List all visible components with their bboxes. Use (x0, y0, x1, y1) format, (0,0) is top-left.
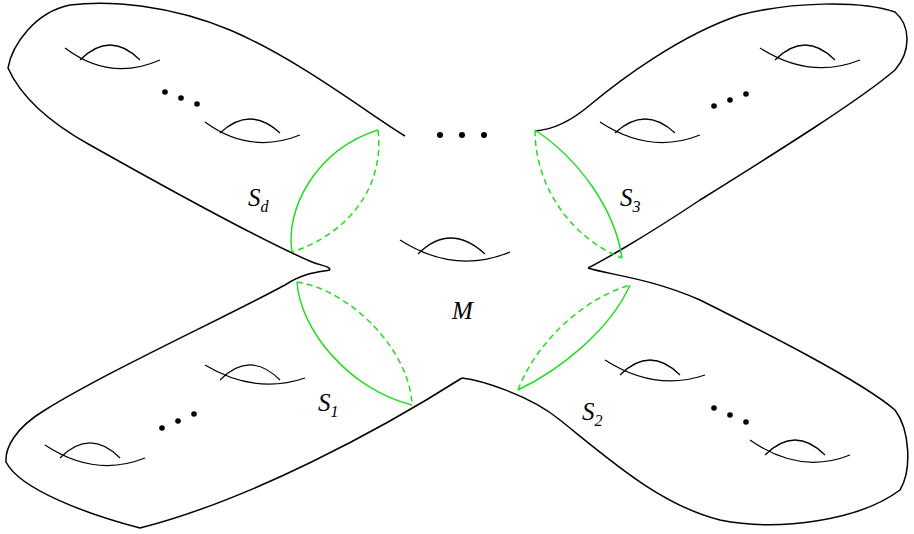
surface-outline (535, 4, 907, 268)
handle-group (45, 45, 860, 466)
separating-curves (291, 130, 630, 405)
curve-label: S2 (582, 397, 603, 436)
curve-label: S1 (318, 388, 339, 427)
ellipsis-dots (159, 89, 749, 431)
curve-label: Sd (248, 183, 269, 222)
surface-outline (462, 268, 908, 525)
surface-outline (6, 270, 462, 528)
curve-label: S3 (620, 183, 641, 222)
region-label: M (452, 296, 473, 335)
surface-outline (8, 3, 405, 270)
